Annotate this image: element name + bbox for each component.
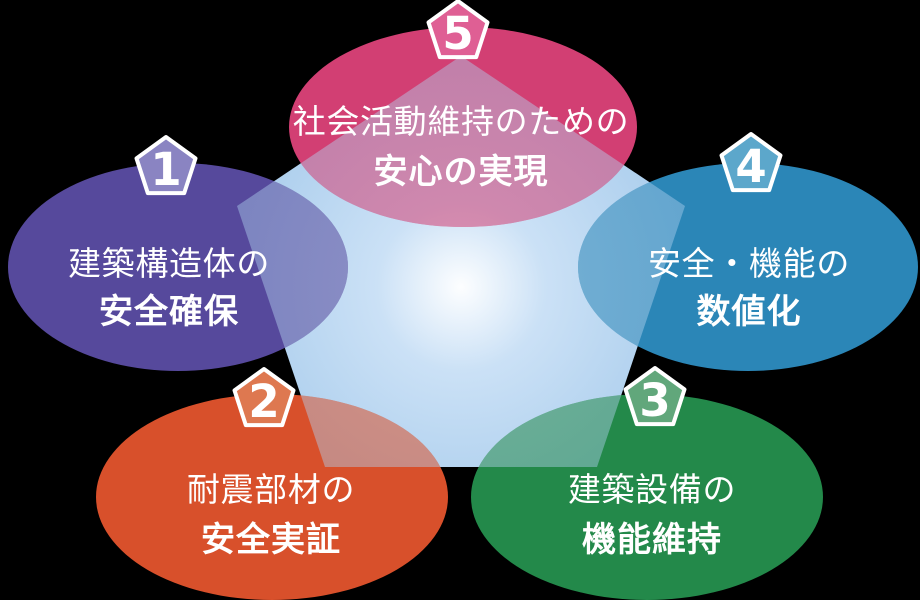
badge-number: 1 [150, 143, 181, 196]
badge-number: 2 [248, 375, 279, 428]
topic-label-line1: 建築設備の [568, 470, 736, 509]
badge-pentagon-icon [426, 0, 490, 60]
topic-label-2: 耐震部材の 安全実証 [187, 470, 355, 560]
badge-pentagon-icon [232, 367, 296, 428]
topic-label-line2: 安全確保 [99, 292, 239, 332]
number-badge-4: 4 [719, 132, 783, 193]
number-badge-3: 3 [623, 366, 687, 427]
topic-label-line1: 安全・機能の [648, 244, 850, 283]
badge-number: 5 [442, 7, 473, 60]
badge-number: 4 [735, 140, 766, 193]
topic-label-line2: 機能維持 [582, 520, 722, 560]
topic-label-4: 安全・機能の 数値化 [648, 244, 850, 332]
topic-label-5: 社会活動維持のための 安心の実現 [293, 102, 630, 192]
topic-label-line1: 建築構造体の [68, 244, 270, 283]
topic-label-line1: 社会活動維持のための [293, 102, 630, 141]
number-badge-1: 1 [134, 135, 198, 196]
topic-label-line2: 安全実証 [201, 520, 341, 560]
topic-label-3: 建築設備の 機能維持 [568, 470, 736, 560]
badge-pentagon-icon [719, 132, 783, 193]
number-badge-5: 5 [426, 0, 490, 60]
pentagon-overlap-5 [289, 56, 637, 227]
topic-label-line2: 安心の実現 [373, 152, 548, 192]
number-badge-2: 2 [232, 367, 296, 428]
badge-number: 3 [639, 374, 670, 427]
badge-pentagon-icon [134, 135, 198, 196]
topic-label-line1: 耐震部材の [187, 470, 355, 509]
topic-label-line2: 数値化 [696, 292, 801, 332]
badge-pentagon-icon [623, 366, 687, 427]
topic-label-1: 建築構造体の 安全確保 [68, 244, 270, 332]
